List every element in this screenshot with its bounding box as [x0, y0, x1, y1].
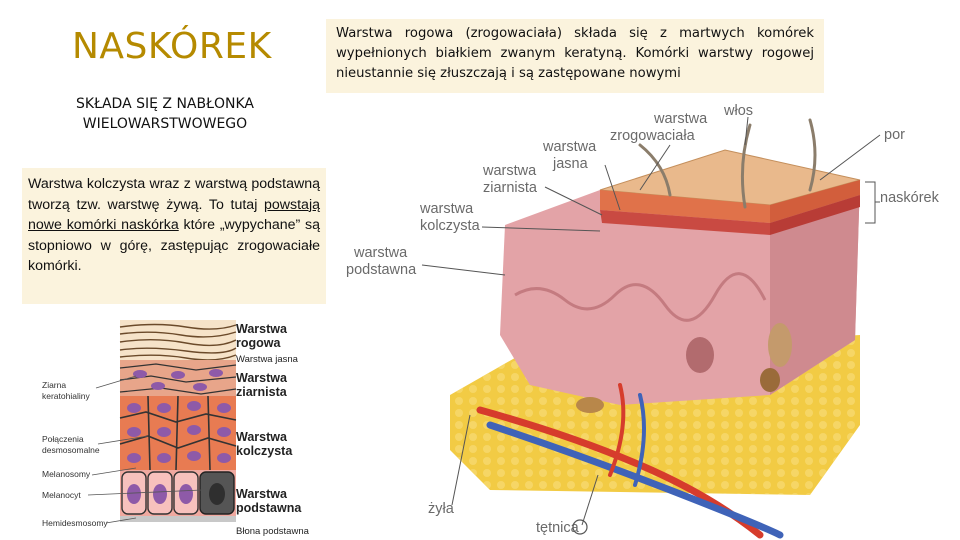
corneum-layer-illustration — [119, 320, 237, 361]
living-layer-text-underlined: powstają nowe komórki naskórka — [28, 196, 320, 234]
epidermis-illustration — [599, 149, 861, 235]
label-hemidesmosomy: Hemidesmosomy — [42, 518, 108, 528]
menu-circle-icon — [572, 519, 588, 535]
label-rogowa-2: rogowa — [236, 336, 281, 350]
label-ziarna-2: keratohialiny — [42, 391, 90, 401]
gland-illustration — [576, 323, 792, 413]
granular-layer-illustration — [119, 360, 237, 396]
subtitle: SKŁADA SIĘ Z NABŁONKA WIELOWARSTWOWEGO — [76, 96, 254, 132]
label-podstawna-1: Warstwa — [236, 487, 288, 501]
label-melanosomy: Melanosomy — [42, 469, 91, 479]
label-podstawna-2: podstawna — [236, 501, 302, 515]
label-ziarnista-1: Warstwa — [236, 371, 288, 385]
label-zrogowaciala-2: zrogowaciała — [610, 128, 696, 144]
label-ziarnista-large-1: warstwa — [482, 163, 537, 179]
page-title: NASKÓREK — [72, 26, 272, 67]
horny-layer-description: Warstwa rogowa (zrogowaciała) składa się… — [326, 19, 824, 93]
label-polaczenia-2: desmosomalne — [42, 445, 100, 455]
label-naskorek: naskórek — [880, 190, 940, 206]
label-ziarna-1: Ziarna — [42, 380, 66, 390]
blood-vessels-illustration — [476, 383, 784, 539]
label-jasna-1: warstwa — [542, 139, 597, 155]
label-podstawna-large-2: podstawna — [346, 262, 417, 278]
label-tetnica: tętnica — [536, 520, 580, 536]
basal-layer-illustration — [120, 470, 236, 522]
label-jasna: Warstwa jasna — [236, 354, 299, 365]
living-layer-description: Warstwa kolczysta wraz z warstwą podstaw… — [22, 168, 326, 304]
label-wlos: włos — [723, 103, 753, 119]
label-podstawna-large-1: warstwa — [353, 245, 408, 261]
label-melanocyt: Melanocyt — [42, 490, 81, 500]
label-por: por — [884, 127, 905, 143]
label-ziarnista-2: ziarnista — [236, 385, 288, 399]
label-zyla: żyła — [428, 501, 455, 517]
skin-leader-lines — [421, 116, 881, 526]
label-kolczysta-2: kolczysta — [236, 444, 293, 458]
label-polaczenia-1: Połączenia — [42, 434, 84, 444]
small-diagram-leader-lines — [87, 375, 203, 524]
label-jasna-2: jasna — [552, 156, 589, 172]
label-blona: Błona podstawna — [236, 526, 310, 536]
hair-illustration — [638, 118, 817, 209]
label-kolczysta-1: Warstwa — [236, 430, 288, 444]
living-layer-text-1: Warstwa kolczysta wraz z warstwą podstaw… — [28, 176, 320, 213]
spinous-layer-illustration — [119, 395, 237, 471]
label-ziarnista-large-2: ziarnista — [483, 180, 538, 196]
living-layer-text-2: które „wypychane” są stopniowo w górę, z… — [28, 217, 321, 274]
label-rogowa-1: Warstwa — [236, 322, 288, 336]
label-kolczysta-large-2: kolczysta — [420, 218, 481, 234]
label-zrogowaciala-1: warstwa — [653, 111, 708, 127]
label-kolczysta-large-1: warstwa — [419, 201, 474, 217]
